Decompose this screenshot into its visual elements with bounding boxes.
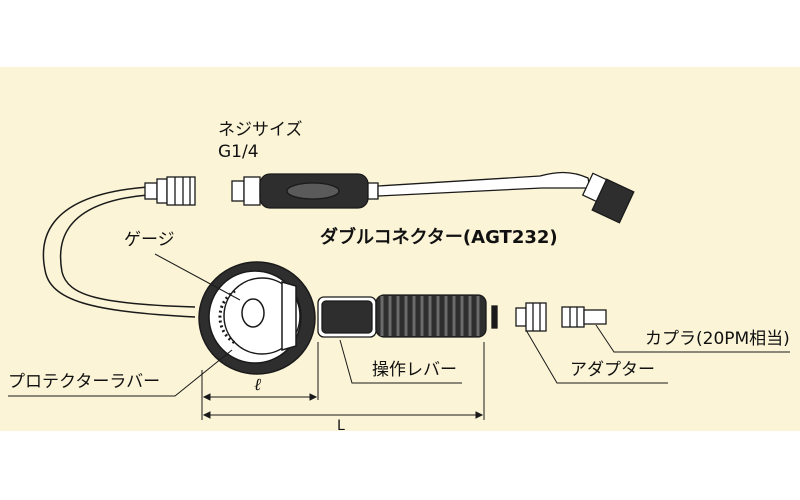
dimension-lines (201, 342, 485, 420)
coupler-label: カプラ(20PM相当) (645, 329, 790, 349)
gauge-label: ゲージ (124, 230, 175, 250)
leader-lines (8, 253, 790, 397)
adapter-label: アダプター (570, 360, 655, 380)
background-band (0, 67, 800, 431)
dim-small-label: ℓ (254, 375, 262, 395)
hose-inner (59, 194, 196, 308)
hose (42, 186, 196, 318)
operation-lever-label: 操作レバー (372, 360, 457, 380)
double-connector (231, 171, 635, 224)
hose-nut (144, 176, 196, 206)
handle (317, 294, 498, 338)
double-connector-label: ダブルコネクター(AGT232) (320, 227, 558, 248)
adapter-part (515, 302, 547, 332)
thread-spec-label: G1/4 (218, 142, 259, 162)
thread-size-label: ネジサイズ (218, 120, 303, 140)
protector-rubber-label: プロテクターラバー (8, 372, 161, 392)
dim-large-label: L (337, 418, 345, 434)
coupler-part (561, 306, 607, 328)
gauge-assembly (198, 261, 316, 375)
